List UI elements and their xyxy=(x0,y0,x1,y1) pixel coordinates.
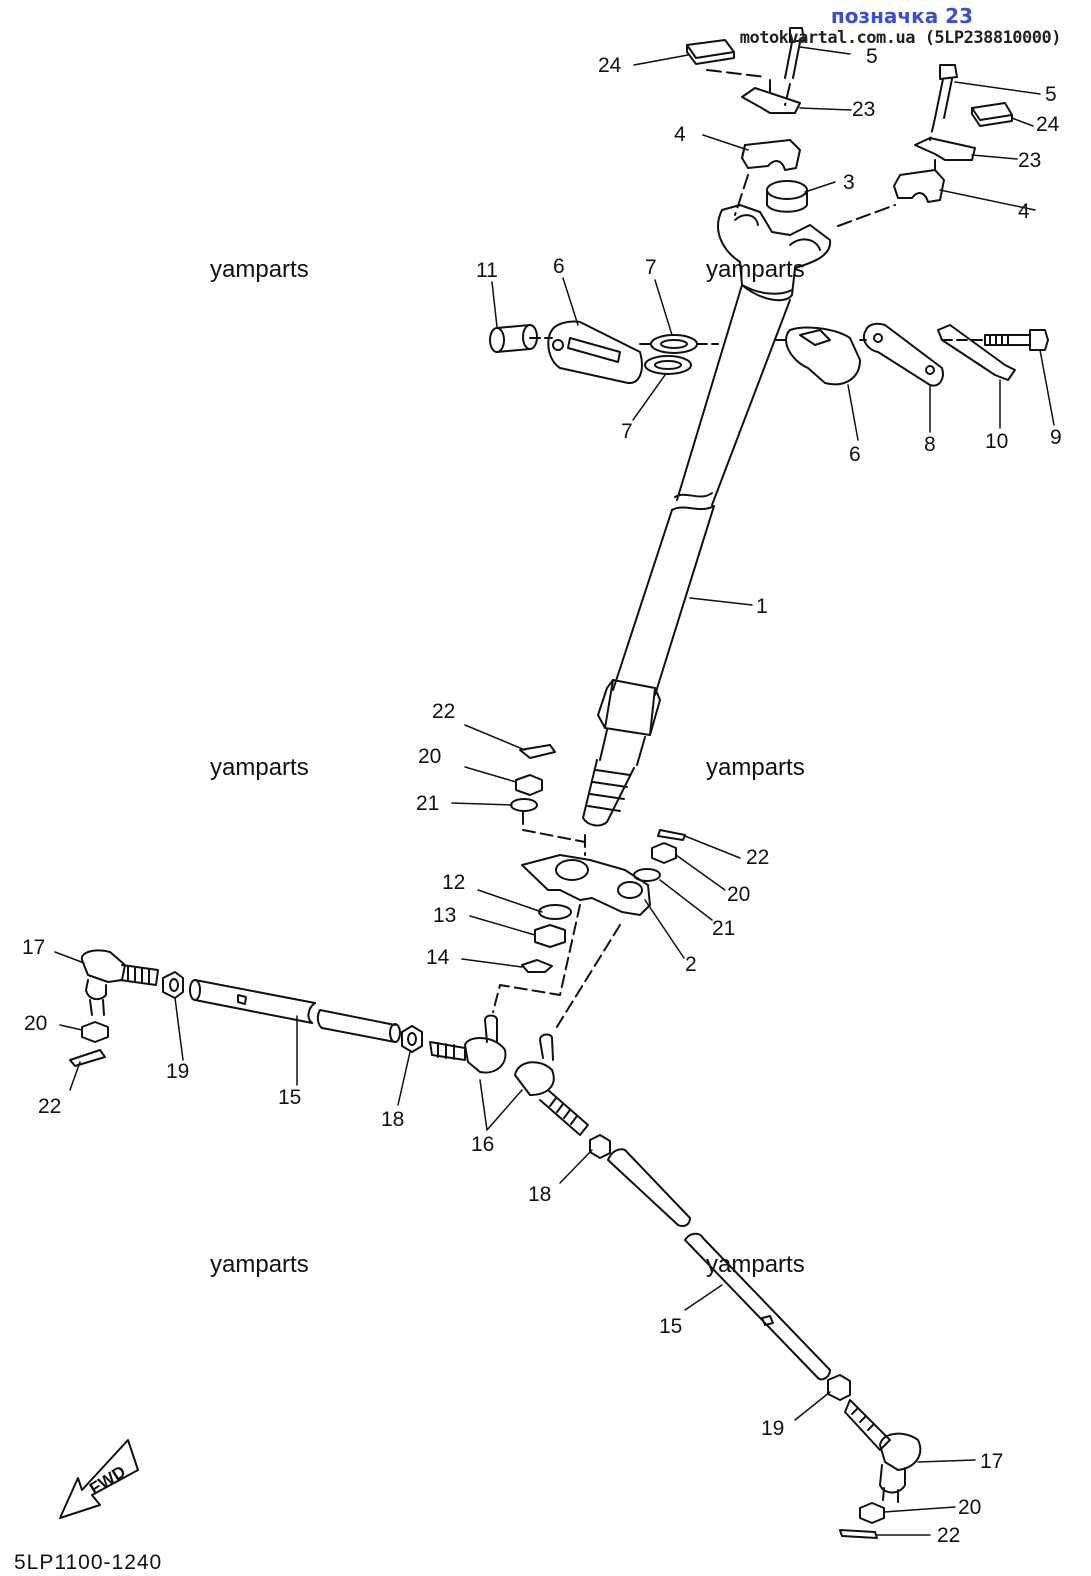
part-3-cap xyxy=(766,180,808,213)
part-label-19: 19 xyxy=(166,1060,190,1083)
part-label-20: 20 xyxy=(418,745,442,768)
part-4-clamp-right xyxy=(893,169,945,203)
part-label-19: 19 xyxy=(761,1417,785,1440)
part-9-bolt xyxy=(984,329,1049,351)
part-label-22: 22 xyxy=(432,700,456,723)
part-label-24: 24 xyxy=(598,54,622,77)
part-label-18: 18 xyxy=(528,1183,552,1206)
part-label-7: 7 xyxy=(645,256,657,279)
part-label-22: 22 xyxy=(937,1524,961,1547)
part-label-17: 17 xyxy=(22,936,46,959)
part-label-15: 15 xyxy=(659,1315,683,1338)
part-5-bolt-right xyxy=(934,64,958,119)
part-15-tie-rod-right xyxy=(607,1148,831,1381)
part-22-cotter-pin xyxy=(69,1049,106,1067)
part-label-12: 12 xyxy=(442,871,466,894)
part-17-tie-rod-end-right xyxy=(844,1399,922,1503)
watermark: yamparts xyxy=(210,754,309,781)
part-23-lock-left xyxy=(741,87,801,114)
part-19-lock-nut xyxy=(162,971,184,999)
part-6-holder-left xyxy=(547,320,643,385)
part-label-4: 4 xyxy=(1018,200,1030,223)
part-label-21: 21 xyxy=(416,792,440,815)
diagram-code: 5LP1100-1240 xyxy=(14,1551,163,1574)
part-22-cotter-pin xyxy=(519,744,556,759)
watermark: yamparts xyxy=(706,754,805,781)
part-label-21: 21 xyxy=(712,917,736,940)
part-2-pitman-arm xyxy=(521,854,651,916)
part-7-shim-lower xyxy=(644,355,692,375)
part-label-22: 22 xyxy=(38,1095,62,1118)
part-label-5: 5 xyxy=(866,45,878,68)
part-20-castle-nut xyxy=(651,842,677,864)
part-label-3: 3 xyxy=(843,171,855,194)
header-source: motokvartal.com.ua (5LP238810000) xyxy=(739,28,1062,48)
part-label-7: 7 xyxy=(621,420,633,443)
part-20-castle-nut xyxy=(515,774,543,796)
part-23-lock-right xyxy=(914,137,976,161)
part-22-cotter-pin xyxy=(839,1529,878,1539)
part-label-20: 20 xyxy=(727,883,751,906)
part-label-23: 23 xyxy=(1018,149,1042,172)
part-label-11: 11 xyxy=(476,259,498,282)
part-18-lock-nut xyxy=(589,1134,611,1159)
part-label-9: 9 xyxy=(1050,426,1062,449)
part-label-4: 4 xyxy=(674,123,686,146)
part-6-holder-right xyxy=(785,326,861,386)
part-10-lock-plate xyxy=(937,324,1016,381)
part-24-block-left xyxy=(686,39,735,65)
steering-shaft xyxy=(582,204,832,827)
part-24-block-right xyxy=(971,102,1013,127)
part-22-cotter-pin xyxy=(657,829,686,841)
part-label-13: 13 xyxy=(433,904,457,927)
part-label-8: 8 xyxy=(924,433,936,456)
part-8-plate xyxy=(862,322,944,387)
part-4-clamp-left xyxy=(741,139,801,171)
part-label-2: 2 xyxy=(685,953,697,976)
part-13-nut xyxy=(534,924,566,948)
part-label-14: 14 xyxy=(426,946,450,969)
part-label-15: 15 xyxy=(278,1086,302,1109)
part-label-20: 20 xyxy=(24,1012,48,1035)
fwd-label: FWD xyxy=(86,1462,129,1499)
leader-lines xyxy=(54,46,1055,1536)
watermark: yamparts xyxy=(706,256,805,283)
part-label-24: 24 xyxy=(1036,113,1060,136)
part-label-20: 20 xyxy=(958,1496,982,1519)
part-label-6: 6 xyxy=(553,255,565,278)
part-20-castle-nut xyxy=(81,1021,109,1043)
part-label-5: 5 xyxy=(1045,83,1057,106)
part-5-bolt-left xyxy=(784,27,805,79)
part-12-washer xyxy=(538,904,572,920)
part-label-10: 10 xyxy=(985,430,1009,453)
part-label-18: 18 xyxy=(381,1108,405,1131)
part-14-clip xyxy=(521,959,553,973)
watermark: yamparts xyxy=(210,1251,309,1278)
part-label-6: 6 xyxy=(849,443,861,466)
part-label-23: 23 xyxy=(852,98,876,121)
part-label-16: 16 xyxy=(471,1133,495,1156)
part-18-lock-nut xyxy=(401,1025,423,1053)
part-7-shim-upper xyxy=(650,334,698,354)
watermark: yamparts xyxy=(210,256,309,283)
part-16-ball-joint-right xyxy=(514,1033,589,1136)
watermark: yamparts xyxy=(706,1251,805,1278)
part-label-22: 22 xyxy=(746,846,770,869)
header-title: позначка 23 xyxy=(830,4,973,28)
part-17-tie-rod-end-left xyxy=(80,949,159,1016)
part-19-lock-nut xyxy=(827,1374,851,1401)
part-20-castle-nut xyxy=(859,1502,885,1524)
part-label-17: 17 xyxy=(980,1450,1004,1473)
part-label-1: 1 xyxy=(756,595,768,618)
part-15-tie-rod-left xyxy=(189,979,401,1043)
part-16-ball-joint-left xyxy=(429,1014,507,1074)
forward-direction-arrow: FWD xyxy=(59,1439,139,1519)
